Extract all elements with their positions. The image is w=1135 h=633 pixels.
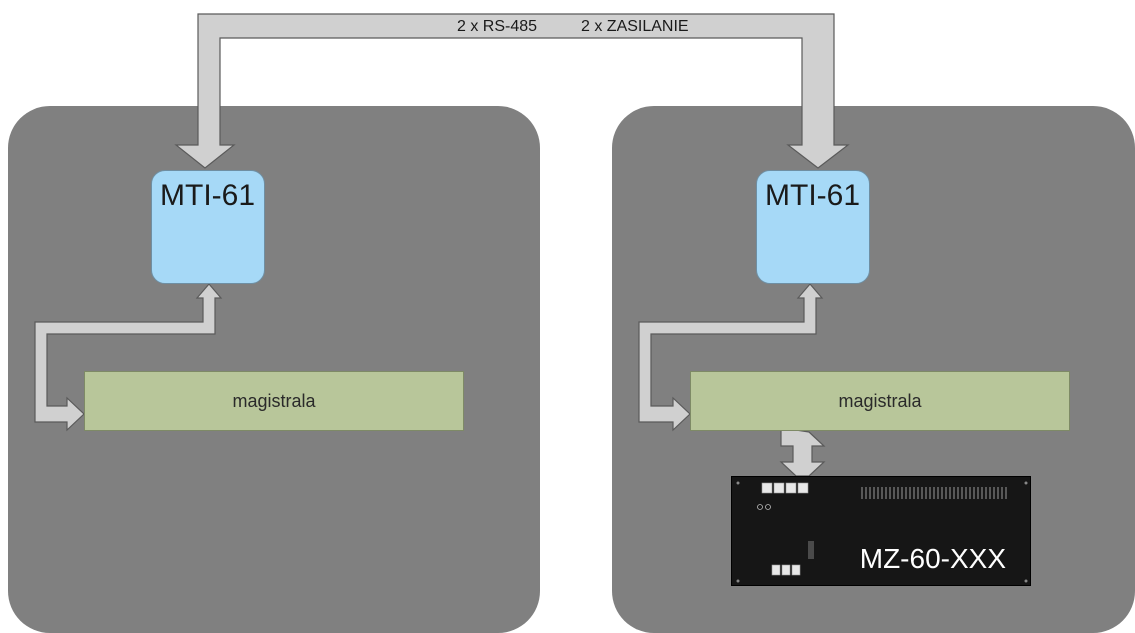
left-bus: magistrala	[84, 371, 464, 431]
left-mti-label: MTI-61	[160, 179, 256, 212]
top-link-arrow	[174, 13, 850, 169]
mount-hole	[736, 579, 740, 583]
terminal-block	[771, 564, 781, 576]
mount-hole	[736, 481, 740, 485]
left-bus-link-arrow	[34, 283, 223, 432]
left-mti-module: MTI-61	[151, 170, 265, 284]
mz-device-board: MZ-60-XXX	[731, 476, 1031, 586]
right-bus-link-arrow	[638, 283, 824, 432]
right-bus-label: magistrala	[838, 390, 922, 411]
mount-hole	[1024, 579, 1028, 583]
device-board-detail	[736, 481, 1028, 583]
right-bus: magistrala	[690, 371, 1070, 431]
device-label: MZ-60-XXX	[859, 543, 1006, 574]
led-indicator	[765, 504, 771, 510]
right-mti-module: MTI-61	[756, 170, 870, 284]
right-mti-label: MTI-61	[765, 179, 861, 212]
link-label-power: 2 x ZASILANIE	[581, 18, 689, 35]
device-link-arrow	[779, 429, 826, 477]
left-panel	[8, 106, 540, 633]
mount-hole	[1024, 481, 1028, 485]
terminal-block	[785, 482, 797, 494]
link-label-rs485: 2 x RS-485	[457, 18, 538, 35]
left-bus-label: magistrala	[232, 390, 316, 411]
fuse-component	[808, 541, 814, 559]
vent-slots	[861, 487, 1007, 499]
led-indicator	[757, 504, 763, 510]
terminal-block	[761, 482, 773, 494]
terminal-block	[781, 564, 791, 576]
terminal-block	[773, 482, 785, 494]
terminal-block	[791, 564, 801, 576]
terminal-block	[797, 482, 809, 494]
